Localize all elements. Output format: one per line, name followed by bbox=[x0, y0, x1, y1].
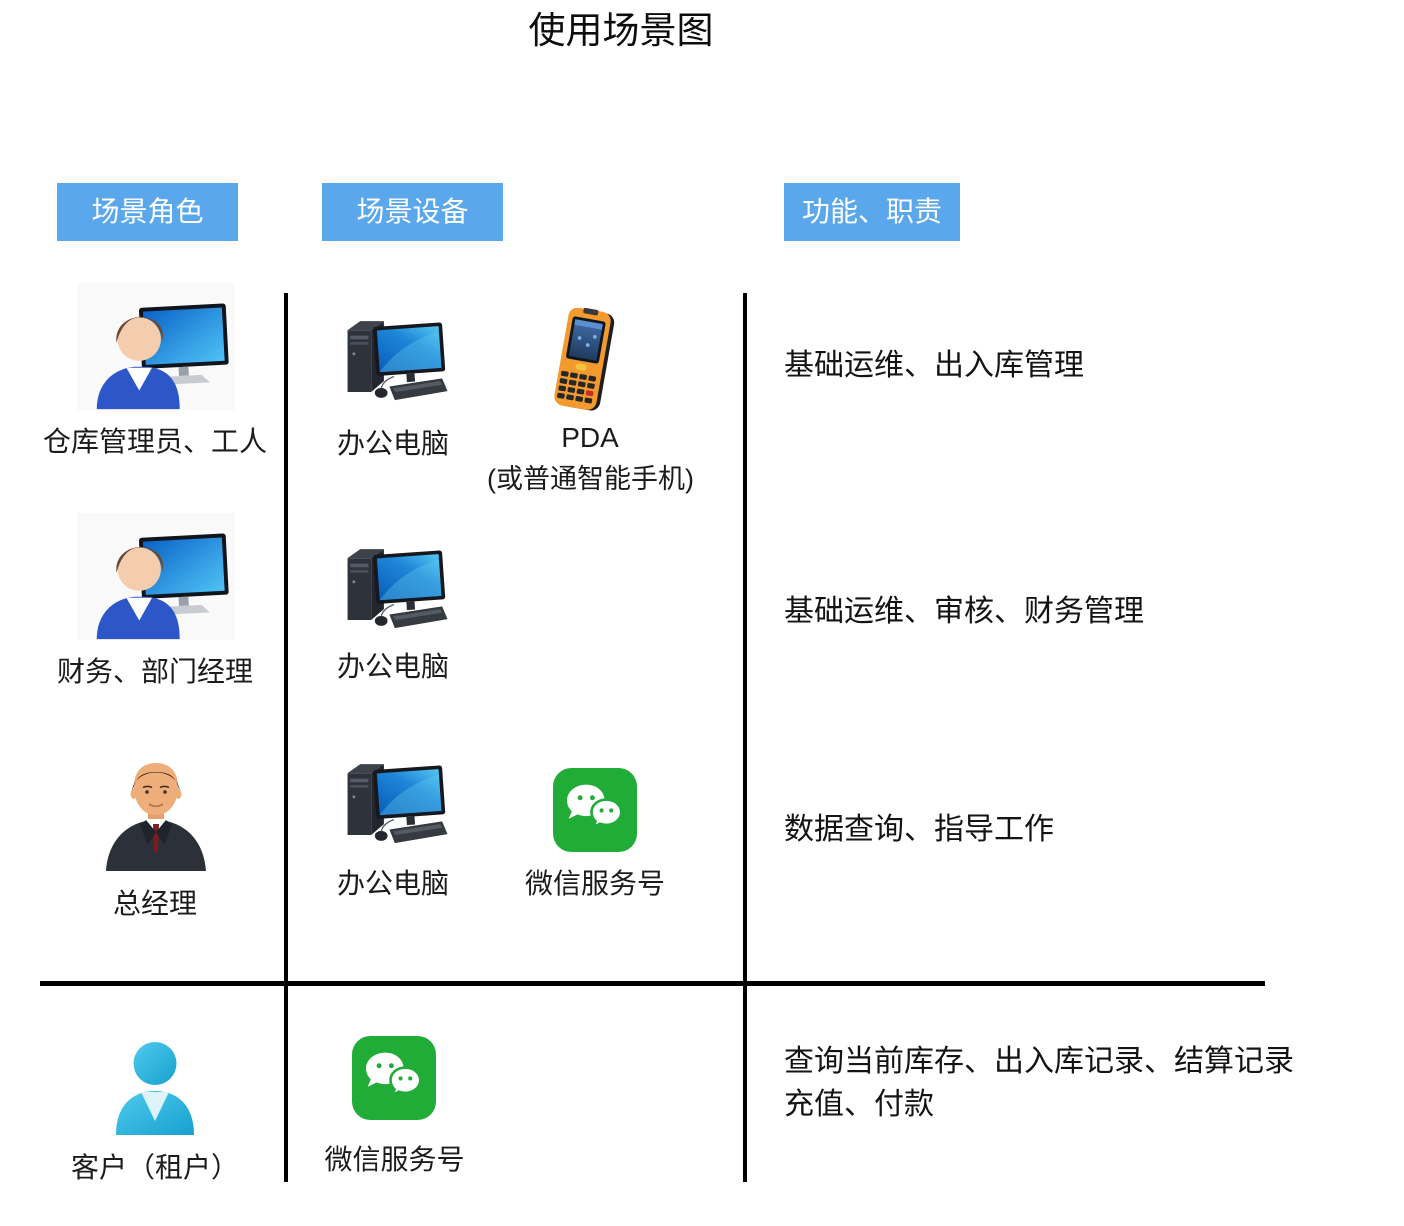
device-label-pda-note: (或普通智能手机) bbox=[487, 464, 694, 494]
functions-text-customer-line2: 充值、付款 bbox=[784, 1088, 934, 1121]
column-header-devices: 场景设备 bbox=[322, 183, 503, 241]
horizontal-divider bbox=[40, 981, 1265, 986]
device-label-office-pc-row1: 办公电脑 bbox=[336, 428, 449, 459]
vertical-divider-left bbox=[284, 293, 288, 1182]
desktop-computer-icon bbox=[338, 755, 448, 855]
vertical-divider-right bbox=[743, 293, 747, 1182]
wechat-icon bbox=[553, 768, 637, 852]
desktop-computer-icon bbox=[338, 312, 448, 412]
functions-text-customer-line1: 查询当前库存、出入库记录、结算记录 bbox=[784, 1045, 1294, 1078]
functions-text-manager: 数据查询、指导工作 bbox=[784, 813, 1054, 846]
functions-text-warehouse: 基础运维、出入库管理 bbox=[784, 349, 1084, 382]
page-title: 使用场景图 bbox=[528, 10, 714, 51]
customer-person-icon bbox=[105, 1038, 205, 1138]
role-label-warehouse: 仓库管理员、工人 bbox=[42, 426, 267, 457]
device-label-office-pc-row2: 办公电脑 bbox=[336, 651, 449, 682]
desktop-computer-icon bbox=[338, 540, 448, 640]
device-label-pda: PDA bbox=[561, 422, 619, 453]
device-label-office-pc-row3: 办公电脑 bbox=[336, 868, 449, 899]
functions-text-finance: 基础运维、审核、财务管理 bbox=[784, 595, 1144, 628]
pda-handheld-icon bbox=[545, 308, 629, 412]
businessman-avatar-icon bbox=[100, 752, 212, 872]
role-label-manager: 总经理 bbox=[112, 888, 197, 919]
column-header-functions: 功能、职责 bbox=[784, 183, 960, 241]
wechat-icon bbox=[352, 1036, 436, 1120]
person-at-computer-icon bbox=[77, 283, 235, 410]
column-header-roles: 场景角色 bbox=[57, 183, 238, 241]
functions-text-customer: 查询当前库存、出入库记录、结算记录 充值、付款 bbox=[784, 1040, 1374, 1126]
role-label-finance: 财务、部门经理 bbox=[56, 656, 253, 687]
device-label-wechat-row3: 微信服务号 bbox=[524, 868, 665, 899]
device-label-wechat-row4: 微信服务号 bbox=[324, 1144, 465, 1175]
person-at-computer-icon bbox=[77, 513, 235, 640]
role-label-customer: 客户（租户） bbox=[70, 1152, 239, 1183]
